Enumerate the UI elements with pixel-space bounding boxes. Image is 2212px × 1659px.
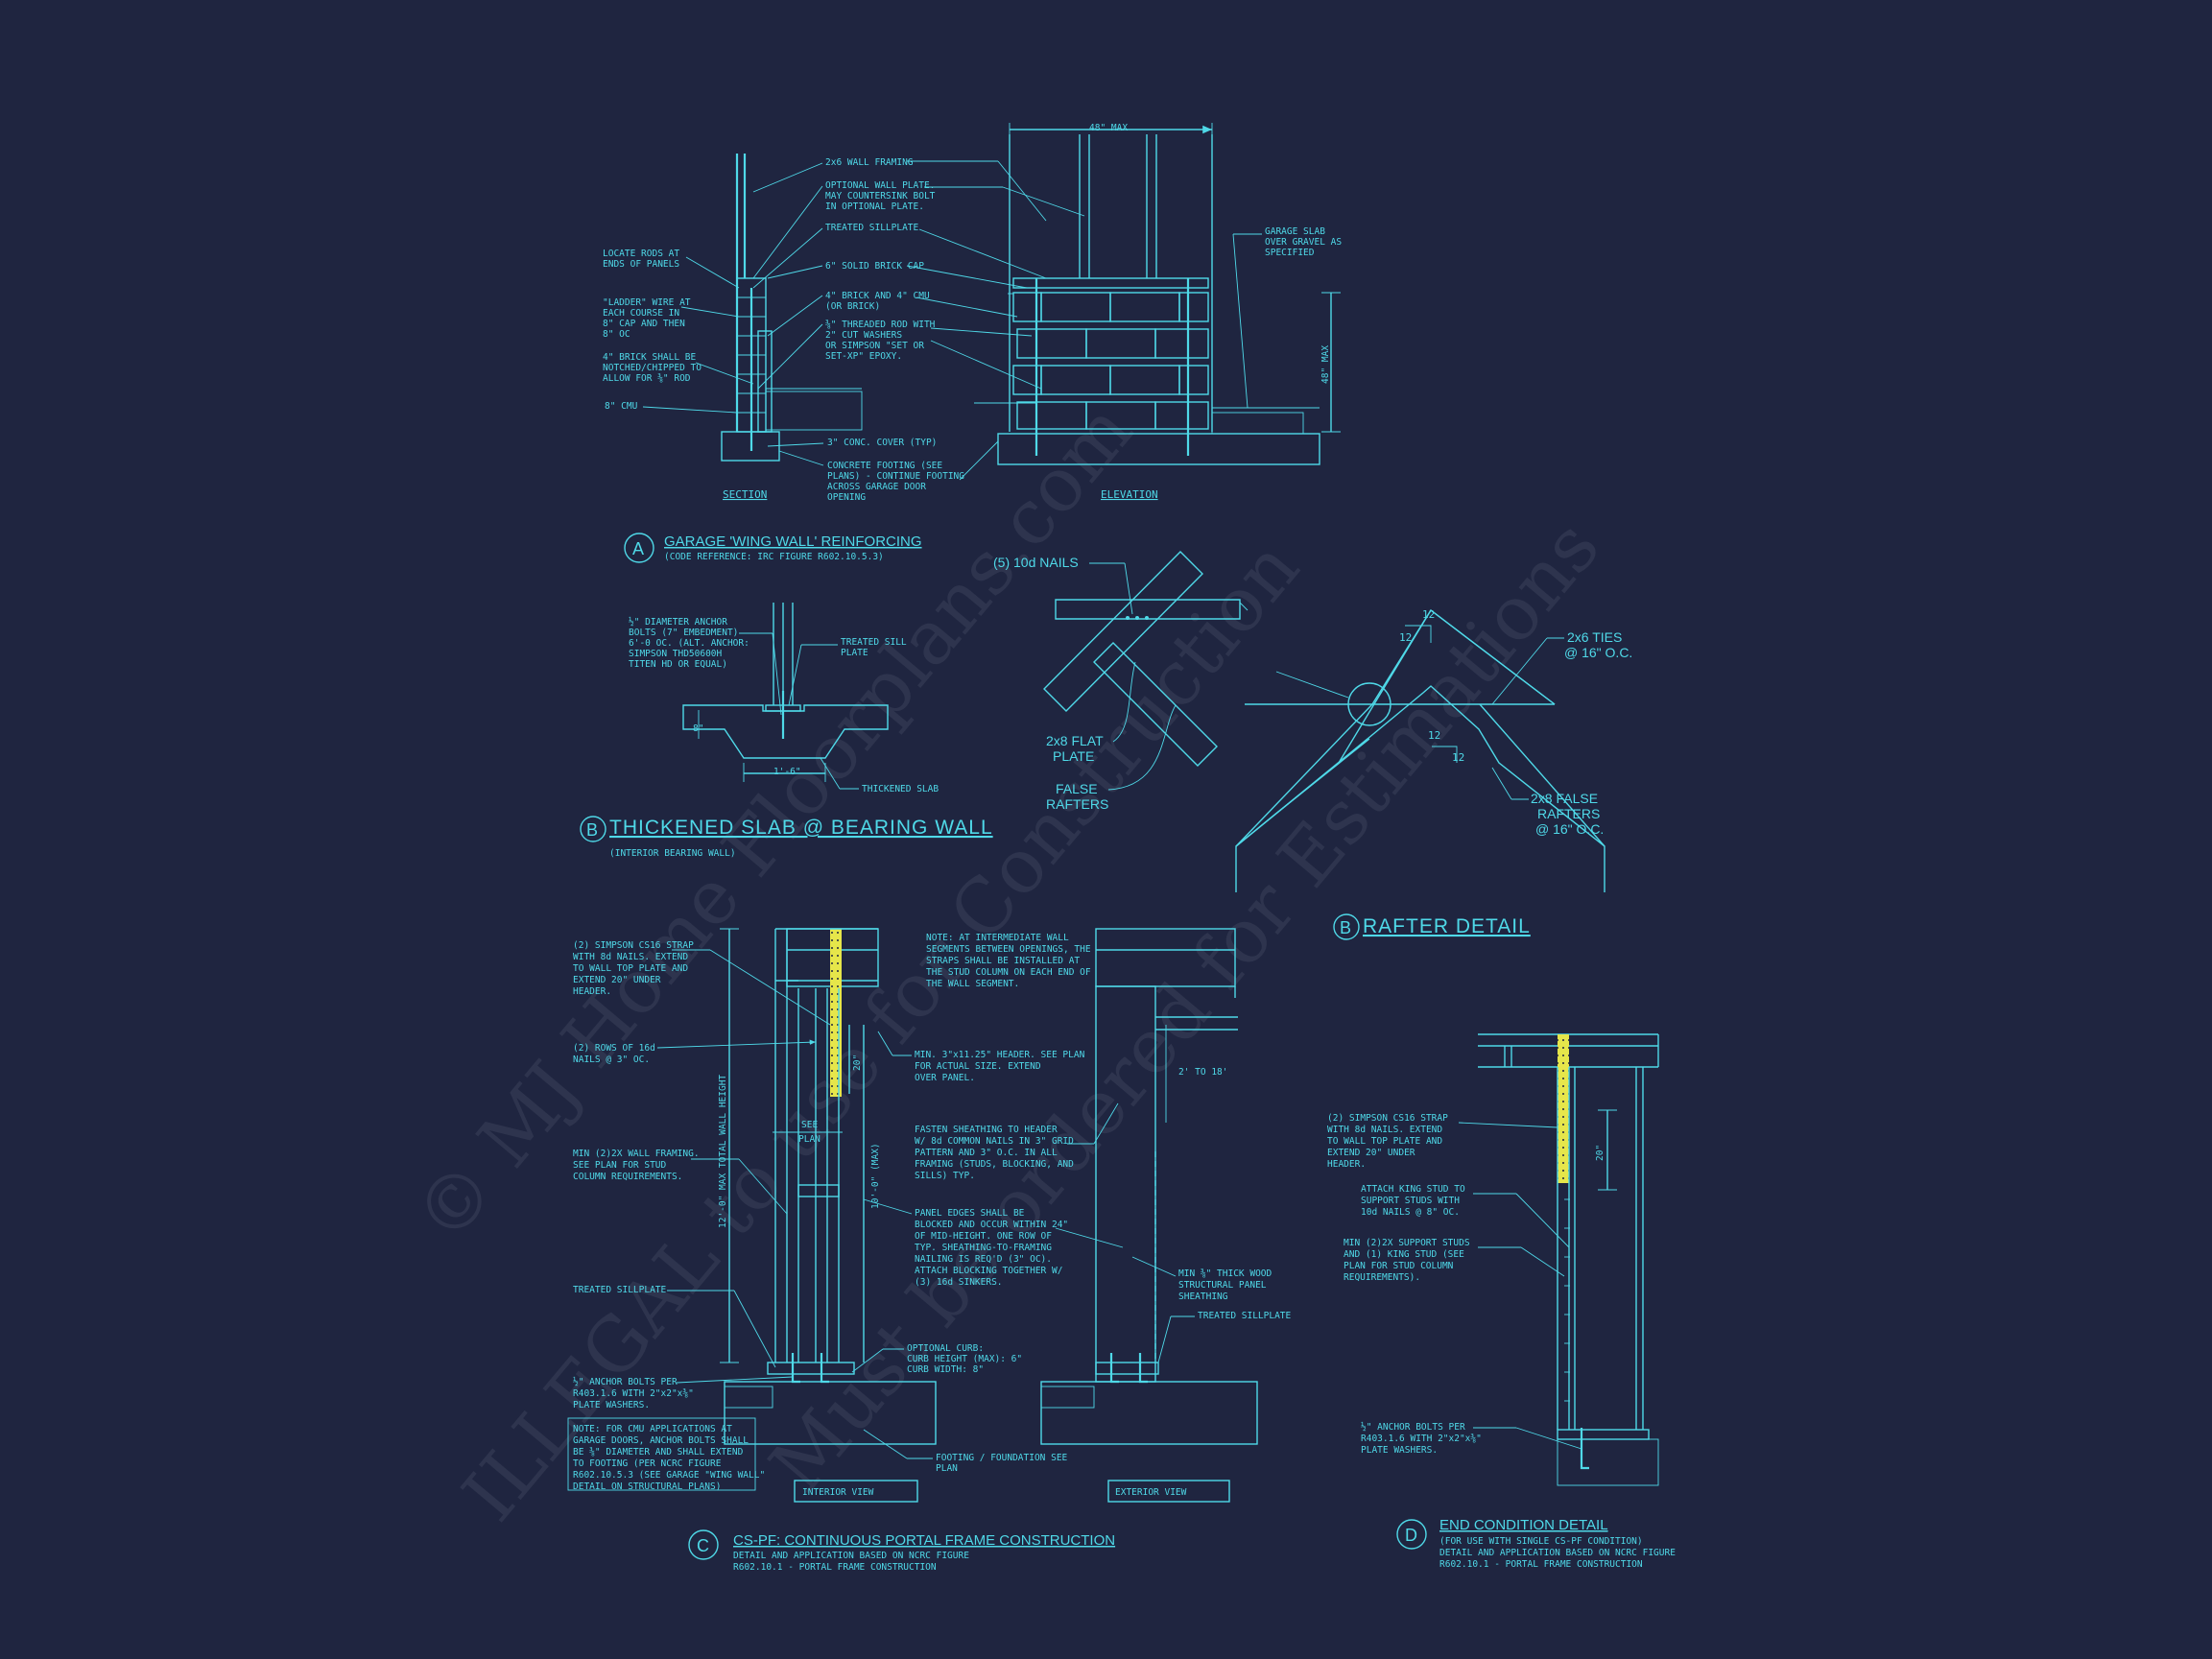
note-treated-sillplate-c: TREATED SILLPLATE	[573, 1285, 667, 1295]
note-brick-cap: 6" SOLID BRICK CAP	[825, 261, 924, 272]
note-2x6-framing: 2x6 WALL FRAMING	[825, 157, 914, 168]
bubble-c-letter: C	[697, 1536, 709, 1555]
interior-view-box	[794, 1480, 918, 1503]
label-see-plan-2: PLAN	[798, 1134, 821, 1145]
detail-a-center-notes: 2x6 WALL FRAMING OPTIONAL WALL PLATE.MAY…	[752, 157, 1085, 503]
pitch-12b: 12	[1399, 631, 1412, 644]
dim-10-max: 10'-0" (MAX)	[870, 1143, 881, 1209]
dim-20-d: 20"	[1595, 1145, 1605, 1161]
dim-1-6: 1'-6"	[773, 767, 801, 777]
bubble-rafter	[1333, 913, 1360, 940]
subtitle-d-1: (FOR USE WITH SINGLE CS-PF CONDITION)	[1439, 1536, 1643, 1547]
dim-wall-height: 12'-0" MAX TOTAL WALL HEIGHT	[718, 1075, 728, 1228]
elevation-label: ELEVATION	[1101, 488, 1158, 501]
dim-48-max: 48" MAX	[1089, 123, 1128, 133]
pitch-12d: 12	[1452, 751, 1464, 764]
title-a: GARAGE 'WING WALL' REINFORCING	[664, 533, 922, 550]
note-8-cmu: 8" CMU	[605, 401, 638, 412]
label-2x6-ties: 2x6 TIES@ 16" O.C.	[1564, 629, 1632, 660]
subtitle-c-2: R602.10.1 - PORTAL FRAME CONSTRUCTION	[733, 1562, 937, 1573]
subtitle-d-3: R602.10.1 - PORTAL FRAME CONSTRUCTION	[1439, 1559, 1643, 1570]
dim-48-max-vertical: 48" MAX	[1320, 345, 1331, 384]
label-10d-nails: (5) 10d NAILS	[993, 555, 1079, 570]
subtitle-d-2: DETAIL AND APPLICATION BASED ON NCRC FIG…	[1439, 1548, 1676, 1558]
bubble-b-letter: B	[586, 820, 598, 840]
bubble-a-letter: A	[632, 539, 644, 558]
title-rafter: RAFTER DETAIL	[1363, 915, 1531, 937]
note-brick-cmu: 4" BRICK AND 4" CMU(OR BRICK)	[825, 291, 930, 312]
note-conc-cover: 3" CONC. COVER (TYP)	[827, 438, 937, 448]
dim-8: 8"	[693, 723, 703, 734]
detail-c-interior: 12'-0" MAX TOTAL WALL HEIGHT 10'-0" (MAX…	[718, 928, 937, 1445]
title-b: THICKENED SLAB @ BEARING WALL	[609, 817, 993, 839]
interior-view-label: INTERIOR VIEW	[802, 1487, 874, 1498]
bubble-b	[580, 816, 607, 842]
note-treated-sillplate-ext: TREATED SILLPLATE	[1198, 1311, 1292, 1321]
subtitle-b: (INTERIOR BEARING WALL)	[609, 848, 736, 859]
detail-c-exterior: 2' TO 18'	[1040, 928, 1258, 1445]
exterior-view-label: EXTERIOR VIEW	[1115, 1487, 1187, 1498]
note-box-cmu	[567, 1417, 756, 1491]
section-label: SECTION	[723, 488, 767, 501]
bubble-rafter-letter: B	[1340, 918, 1351, 937]
dim-2-to-18: 2' TO 18'	[1178, 1067, 1227, 1078]
note-wall-framing-c: MIN (2)2X WALL FRAMING.SEE PLAN FOR STUD…	[573, 1149, 700, 1182]
detail-a-section	[721, 154, 863, 462]
note-optional-wall-plate: OPTIONAL WALL PLATE.MAY COUNTERSINK BOLT…	[825, 180, 936, 212]
note-treated-sillplate-a: TREATED SILLPLATE	[825, 223, 919, 233]
title-c: CS-PF: CONTINUOUS PORTAL FRAME CONSTRUCT…	[733, 1532, 1115, 1549]
subtitle-a: (CODE REFERENCE: IRC FIGURE R602.10.5.3)	[664, 552, 884, 562]
note-optional-curb: OPTIONAL CURB:CURB HEIGHT (MAX): 6"CURB …	[907, 1343, 1022, 1375]
detail-a-elevation: 48" MAX 48" M	[997, 123, 1342, 465]
bubble-c	[688, 1529, 719, 1560]
bubble-d	[1396, 1519, 1427, 1550]
exterior-view-box	[1107, 1480, 1230, 1503]
dim-20-c: 20"	[852, 1055, 863, 1071]
pitch-12c: 12	[1428, 729, 1440, 742]
subtitle-c-1: DETAIL AND APPLICATION BASED ON NCRC FIG…	[733, 1551, 969, 1561]
title-d: END CONDITION DETAIL	[1439, 1517, 1608, 1533]
label-see-plan-1: SEE	[801, 1120, 818, 1130]
pitch-12a: 12	[1422, 608, 1435, 621]
note-thickened-slab: THICKENED SLAB	[862, 784, 939, 794]
bubble-a	[624, 533, 654, 563]
bubble-d-letter: D	[1405, 1526, 1417, 1545]
